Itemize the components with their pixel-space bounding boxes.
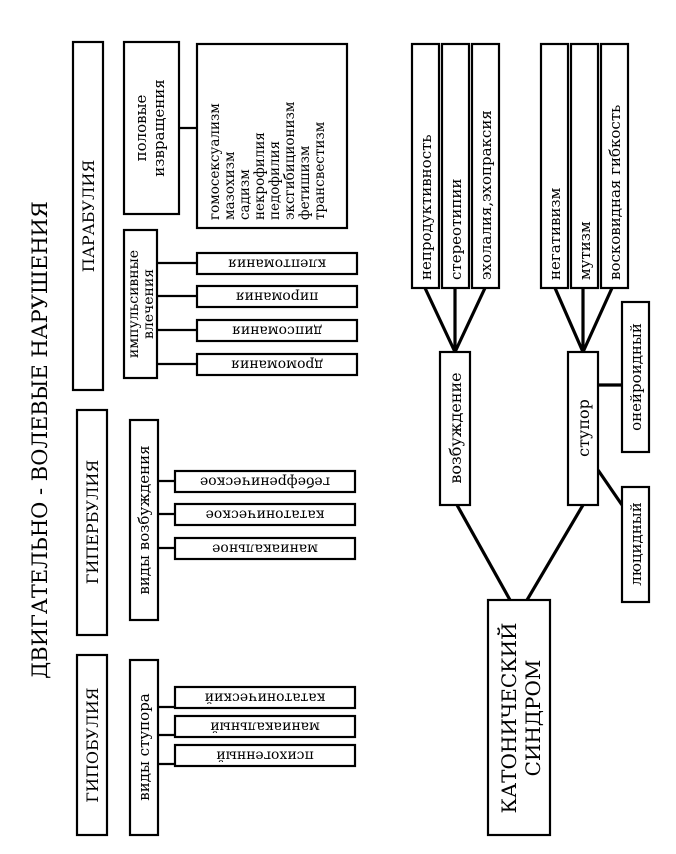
sexual-item-0: гомосексуализм xyxy=(207,103,223,220)
stupor-label: ступор xyxy=(574,399,593,457)
impulsive-drives-label-1: импульсивные xyxy=(126,250,142,358)
excitation-label: возбуждение xyxy=(446,372,465,483)
hyperbulia-item-catatonic: кататоническое xyxy=(206,507,325,523)
sexual-item-2: садизм xyxy=(237,169,253,220)
impulsive-item-pyromania: пиромания xyxy=(235,289,318,305)
stupor-item-1: мутизм xyxy=(576,221,594,280)
excitation-item-0: непродуктивность xyxy=(417,134,435,280)
hypobulia-item-catatonic: кататонический xyxy=(205,690,326,706)
excitation-item-1: стереотипии xyxy=(447,179,465,280)
stupor-item-0: негативизм xyxy=(546,187,564,280)
sexual-item-6: фетишизм xyxy=(297,145,313,220)
stupor-item-2: восковидная гибкость xyxy=(606,105,624,280)
sexual-item-4: педофилия xyxy=(267,141,283,220)
impulsive-item-dromomania: дромомания xyxy=(231,357,323,373)
sexual-perversions-label-1: половые xyxy=(132,94,150,161)
hyperbulia-item-manic: маниакальное xyxy=(212,541,318,557)
excitation-types-label: виды возбуждения xyxy=(135,445,153,594)
hypobulia-branch: ГИПОБУЛИЯ виды ступора кататонический ма… xyxy=(75,653,357,837)
stupor-types-label: виды ступора xyxy=(135,693,153,801)
impulsive-item-kleptomania: клептомания xyxy=(228,256,326,272)
sexual-item-7: трансвестизм xyxy=(312,121,328,220)
parabulia-branch: ПАРАБУЛИЯ импульсивные влечения клептома… xyxy=(71,40,359,392)
sexual-item-5: эксгибиционизм xyxy=(282,101,298,220)
catatonic-syndrome-label-1: КАТОНИЧЕСКИЙ xyxy=(496,623,521,814)
hypobulia-item-psychogenic: психогенный xyxy=(216,748,314,764)
impulsive-item-dipsomania: дипсомания xyxy=(232,323,322,339)
sexual-perversions-label-2: извращения xyxy=(150,79,168,176)
hyperbulia-label: ГИПЕРБУЛИЯ xyxy=(83,460,102,585)
sexual-item-3: некрофилия xyxy=(252,132,268,220)
catatonic-syndrome-label-2: СИНДРОМ xyxy=(521,660,545,777)
page-title: ДВИГАТЕЛЬНО - ВОЛЕВЫЕ НАРУШЕНИЯ xyxy=(28,201,52,679)
excitation-item-2: эхолалия,эхопраксия xyxy=(477,110,495,280)
sexual-item-1: мазохизм xyxy=(222,151,238,220)
hyperbulia-branch: ГИПЕРБУЛИЯ виды возбуждения гебефреничес… xyxy=(75,408,357,637)
hyperbulia-item-hebephrenic: гебефреническое xyxy=(200,474,330,490)
hypobulia-item-manic: маниакальный xyxy=(210,719,320,735)
stupor-type-oneiroid: онейроидный xyxy=(627,323,645,431)
catatonic-branch: КАТОНИЧЕСКИЙ СИНДРОМ возбуждение непроду… xyxy=(410,42,651,837)
parabulia-label: ПАРАБУЛИЯ xyxy=(79,160,98,273)
impulsive-drives-label-2: влечения xyxy=(141,269,157,339)
hypobulia-label: ГИПОБУЛИЯ xyxy=(83,687,102,802)
stupor-type-lucid: люцидный xyxy=(627,502,645,585)
sexual-perversions-list: гомосексуализм мазохизм садизм некрофили… xyxy=(207,101,328,220)
